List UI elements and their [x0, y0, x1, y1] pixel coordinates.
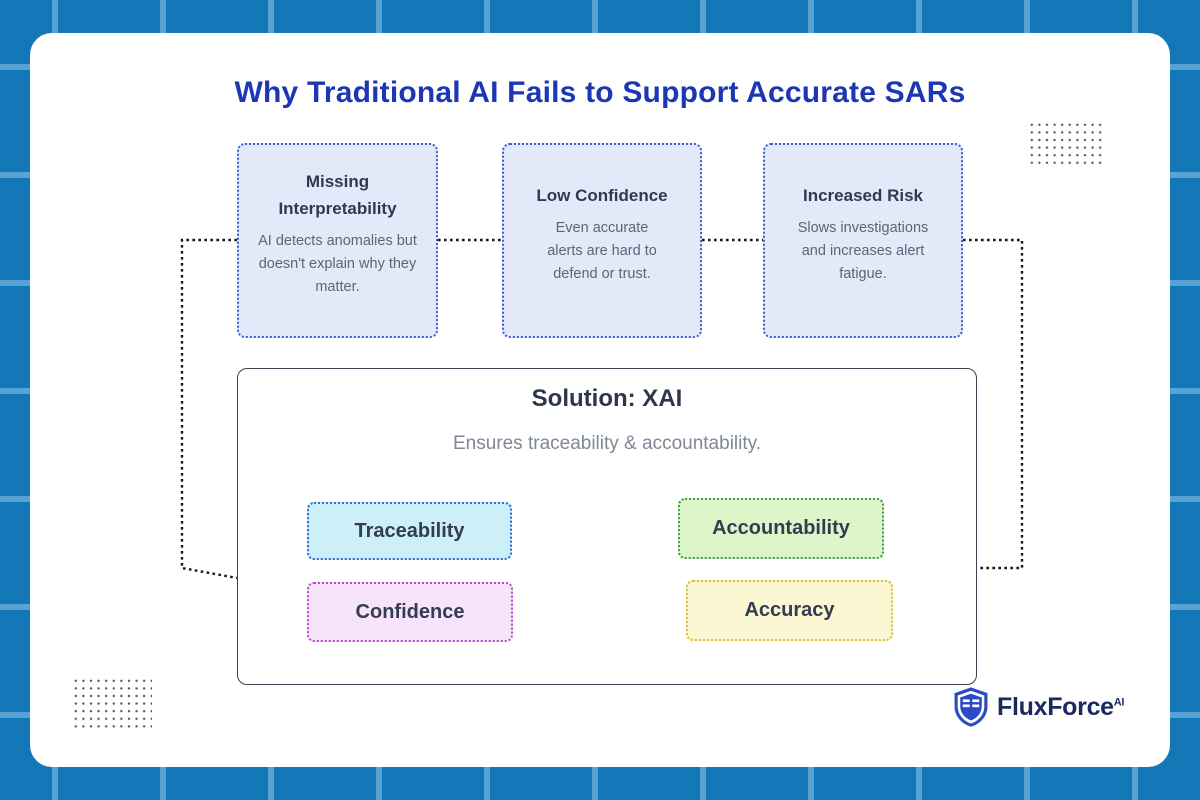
chip-label: Accountability [712, 517, 850, 539]
card-body: AI detects anomalies but doesn't explain… [258, 233, 417, 296]
card-body: Slows investigations and increases alert… [797, 219, 929, 283]
brand-superscript: AI [1113, 696, 1125, 709]
problem-card-missing-interpretability: Missing Interpretability AI detects anom… [237, 143, 438, 338]
problem-card-low-confidence: Low Confidence Even accurate alerts are … [502, 143, 702, 338]
decorative-dot-grid-bottom-left [72, 677, 152, 729]
problem-card-increased-risk: Increased Risk Slows investigations and … [763, 143, 963, 338]
chip-accountability: Accountability [678, 498, 884, 559]
solution-subtitle: Ensures traceability & accountability. [452, 433, 762, 454]
card-heading: Missing Interpretability [278, 172, 397, 218]
card-heading: Increased Risk [802, 185, 923, 205]
chip-confidence: Confidence [307, 582, 513, 642]
card-heading: Low Confidence [536, 185, 668, 205]
brand-text: FluxForce [997, 692, 1114, 721]
shield-icon [954, 687, 988, 727]
fluxforce-logo: FluxForceAI [952, 686, 1124, 728]
chip-label: Traceability [354, 519, 465, 542]
brand-wordmark: FluxForceAI [997, 693, 1124, 722]
card-body: Even accurate alerts are hard to defend … [547, 219, 657, 283]
solution-heading: Solution: XAI [531, 385, 683, 412]
chip-traceability: Traceability [307, 502, 512, 560]
chip-accuracy: Accuracy [686, 580, 893, 641]
decorative-dot-grid-top-right [1028, 121, 1105, 169]
chip-label: Confidence [355, 600, 465, 623]
page-title: Why Traditional AI Fails to Support Accu… [234, 76, 966, 109]
chip-label: Accuracy [744, 599, 835, 621]
solution-box: Solution: XAI Ensures traceability & acc… [237, 368, 977, 685]
